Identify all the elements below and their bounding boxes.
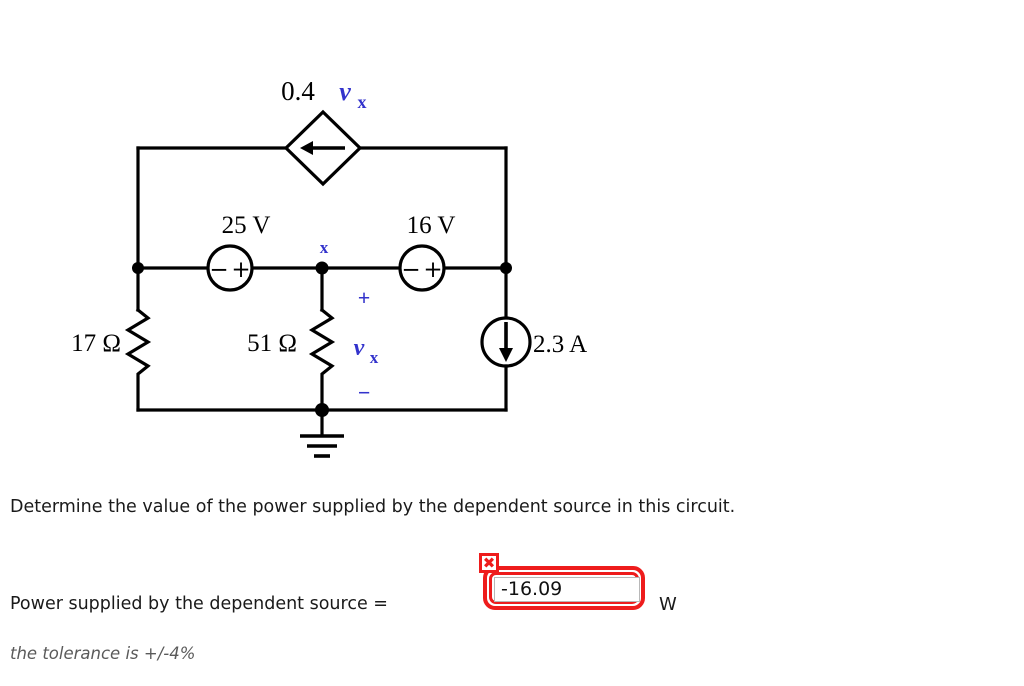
- right-voltage-source: − +: [398, 244, 446, 292]
- middle-resistor-label: 51 Ω: [247, 330, 297, 357]
- answer-label: Power supplied by the dependent source =: [10, 594, 388, 614]
- junction-dot-right-mid: [500, 262, 512, 274]
- tolerance-note: the tolerance is +/-4%: [10, 644, 196, 663]
- node-x-label: x: [320, 238, 329, 257]
- right-voltage-source-minus: −: [401, 257, 420, 283]
- error-x-icon: ✖: [479, 553, 499, 573]
- question-prompt: Determine the value of the power supplie…: [10, 497, 736, 517]
- middle-resistor-zigzag: [308, 307, 336, 412]
- left-voltage-source-plus: +: [231, 257, 250, 283]
- dependent-source: [283, 109, 363, 187]
- ground-symbol: [300, 408, 344, 458]
- dependent-source-variable-subscript: x: [358, 92, 367, 112]
- left-voltage-source-circle: [206, 244, 254, 292]
- current-source: [480, 316, 532, 368]
- left-resistor-zigzag: [124, 307, 152, 412]
- dependent-source-coefficient: 0.4: [281, 76, 315, 106]
- circuit-svg: 0.4 v x − + 25 V − + 16 V x 17 Ω 51 Ω: [71, 76, 587, 458]
- junction-dot-left-mid: [132, 262, 144, 274]
- junction-dot-ground: [315, 403, 329, 417]
- left-voltage-source-label: 25 V: [222, 212, 271, 239]
- vx-plus-sign: +: [358, 285, 371, 310]
- vx-variable-subscript: x: [370, 348, 379, 367]
- right-voltage-source-plus: +: [423, 257, 442, 283]
- answer-input[interactable]: [494, 577, 640, 602]
- left-voltage-source-minus: −: [209, 257, 228, 283]
- left-voltage-source: − +: [206, 244, 254, 292]
- answer-field-group[interactable]: ✖: [479, 553, 645, 610]
- answer-unit: W: [659, 594, 677, 615]
- junction-dot-node-x: [315, 261, 329, 275]
- vx-minus-sign: −: [358, 380, 371, 405]
- dependent-source-arrow-head: [300, 141, 313, 155]
- current-source-arrow-head: [499, 348, 513, 362]
- dependent-source-variable: v: [339, 77, 351, 106]
- right-voltage-source-circle: [398, 244, 446, 292]
- circuit-diagram: 0.4 v x − + 25 V − + 16 V x 17 Ω 51 Ω: [71, 76, 587, 458]
- current-source-label: 2.3 A: [533, 331, 587, 358]
- right-voltage-source-label: 16 V: [407, 212, 456, 239]
- left-resistor-label: 17 Ω: [71, 330, 121, 357]
- vx-variable: v: [354, 335, 365, 361]
